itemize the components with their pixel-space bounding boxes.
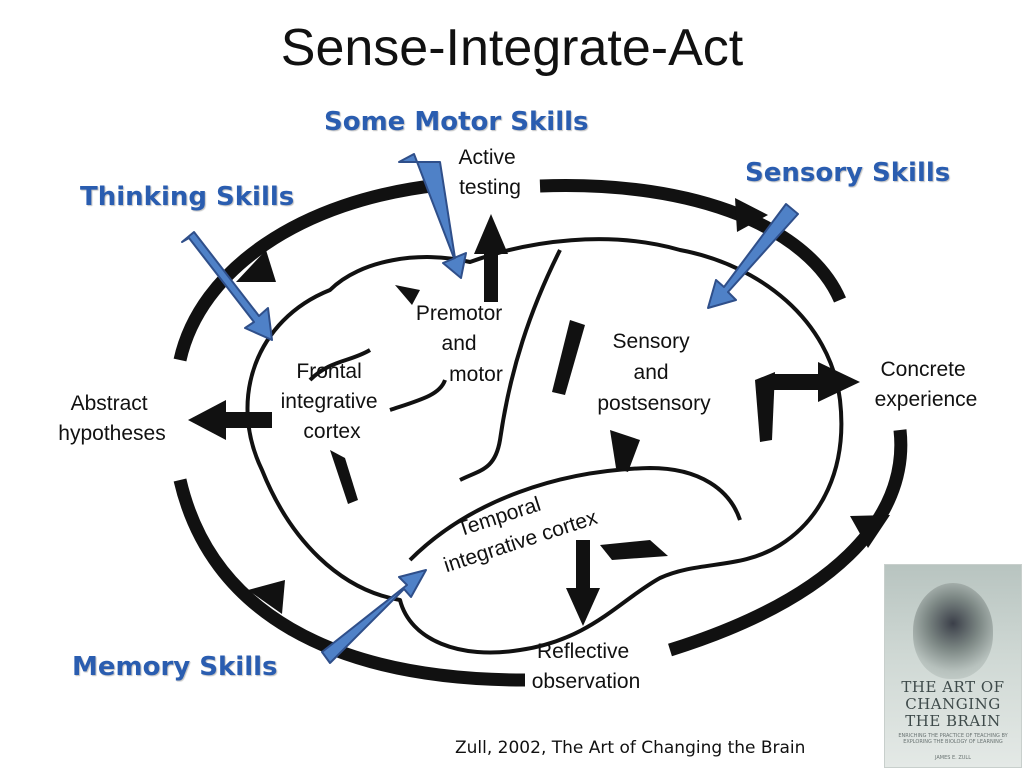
brain-contour xyxy=(245,237,844,655)
cycle-arc-left-upper xyxy=(173,178,441,362)
thinking-skill-arrow xyxy=(181,231,273,341)
book-title-line: CHANGING xyxy=(905,695,1001,713)
book-cover-author: JAMES E. ZULL xyxy=(934,755,972,761)
premotor-sulcus xyxy=(389,379,447,412)
book-cover-title: THE ART OF CHANGING THE BRAIN xyxy=(885,679,1021,730)
sulcus-mark-2 xyxy=(552,320,585,395)
label-premotor-and-motor: Premotor and motor xyxy=(416,302,508,386)
citation: Zull, 2002, The Art of Changing the Brai… xyxy=(455,738,806,758)
sulcus-mark-3 xyxy=(610,430,640,472)
cycle-ring xyxy=(173,178,908,687)
skill-arrows xyxy=(181,153,799,664)
arrow-up-to-active-testing xyxy=(474,214,508,302)
memory-skills-label: Memory Skills xyxy=(72,652,278,682)
label-sensory-and-postsensory: Sensory and postsensory xyxy=(597,330,711,415)
cycle-arrowhead-lower-right xyxy=(850,515,890,548)
arrow-down-to-reflective-observation xyxy=(566,540,600,626)
cycle-arc-right-lower xyxy=(668,429,908,657)
central-sulcus xyxy=(459,249,562,482)
label-frontal-integrative-cortex: Frontal integrative cortex xyxy=(281,360,384,443)
cycle-arrowhead-lower-left xyxy=(248,580,285,614)
book-cover-head-image xyxy=(913,583,993,679)
label-active-testing: Active testing xyxy=(458,146,521,199)
book-cover-subtitle: ENRICHING THE PRACTICE OF TEACHING BY EX… xyxy=(898,733,1008,745)
book-cover: THE ART OF CHANGING THE BRAIN ENRICHING … xyxy=(884,564,1022,768)
cycle-arc-top-right xyxy=(539,179,846,303)
label-abstract-hypotheses: Abstract hypotheses xyxy=(58,392,165,445)
frontal-sulcus xyxy=(308,348,372,382)
slide-title: Sense-Integrate-Act xyxy=(280,19,744,77)
sensory-skills-label: Sensory Skills xyxy=(745,158,951,188)
sulcus-mark-6 xyxy=(395,285,420,305)
lateral-fissure xyxy=(408,466,742,562)
motor-skill-arrow xyxy=(398,153,467,279)
cycle-arrowhead-upper-left xyxy=(236,250,276,282)
arrow-left-to-abstract-hypotheses xyxy=(188,400,272,440)
sulcus-mark-5 xyxy=(600,540,668,560)
brain-sulci-fills xyxy=(330,285,775,560)
memory-skill-arrow xyxy=(321,569,427,664)
some-motor-skills-label: Some Motor Skills xyxy=(324,107,589,137)
label-reflective-observation: Reflective observation xyxy=(532,640,641,693)
thinking-skills-label: Thinking Skills xyxy=(80,182,295,212)
cycle-arrowheads xyxy=(236,198,890,614)
book-title-line: THE ART OF xyxy=(901,678,1005,696)
label-concrete-experience: Concrete experience xyxy=(875,358,978,411)
brain-outline xyxy=(245,237,844,655)
arrow-right-to-concrete-experience xyxy=(770,362,860,402)
sulcus-mark-1 xyxy=(330,450,358,504)
book-title-line: THE BRAIN xyxy=(905,712,1001,730)
cycle-arrowhead-right xyxy=(735,198,768,232)
sensory-skill-arrow xyxy=(707,203,799,309)
cycle-arc-bottom-left xyxy=(173,478,526,687)
flow-arrows xyxy=(188,214,860,626)
